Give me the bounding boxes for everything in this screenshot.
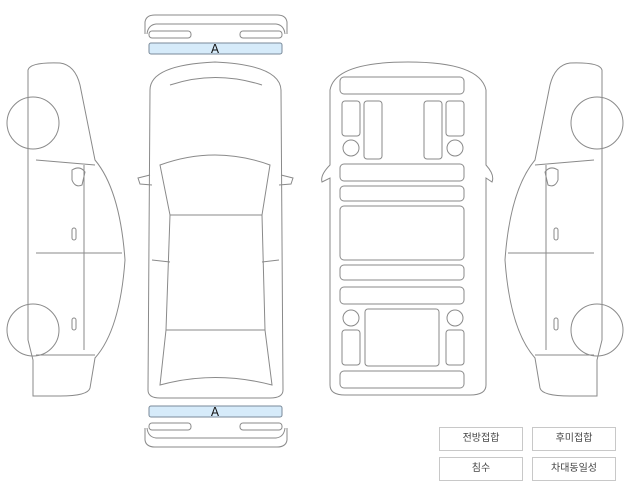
rear-panel-label: A: [210, 405, 220, 419]
front-bumper[interactable]: [144, 14, 288, 39]
car-left-side-view[interactable]: [6, 62, 126, 397]
rear-bumper[interactable]: [144, 422, 288, 448]
front-panel-label: A: [210, 42, 220, 56]
car-underbody-view[interactable]: [321, 61, 494, 396]
chassis-identity-button[interactable]: 차대동일성: [532, 457, 616, 481]
front-welding-button[interactable]: 전방접합: [439, 427, 523, 451]
car-right-side-view[interactable]: [504, 62, 624, 397]
car-top-view[interactable]: [137, 61, 294, 399]
front-panel-highlight[interactable]: [148, 42, 283, 55]
rear-panel-highlight[interactable]: [148, 405, 283, 418]
rear-welding-button[interactable]: 후미접합: [532, 427, 616, 451]
flood-button[interactable]: 침수: [439, 457, 523, 481]
